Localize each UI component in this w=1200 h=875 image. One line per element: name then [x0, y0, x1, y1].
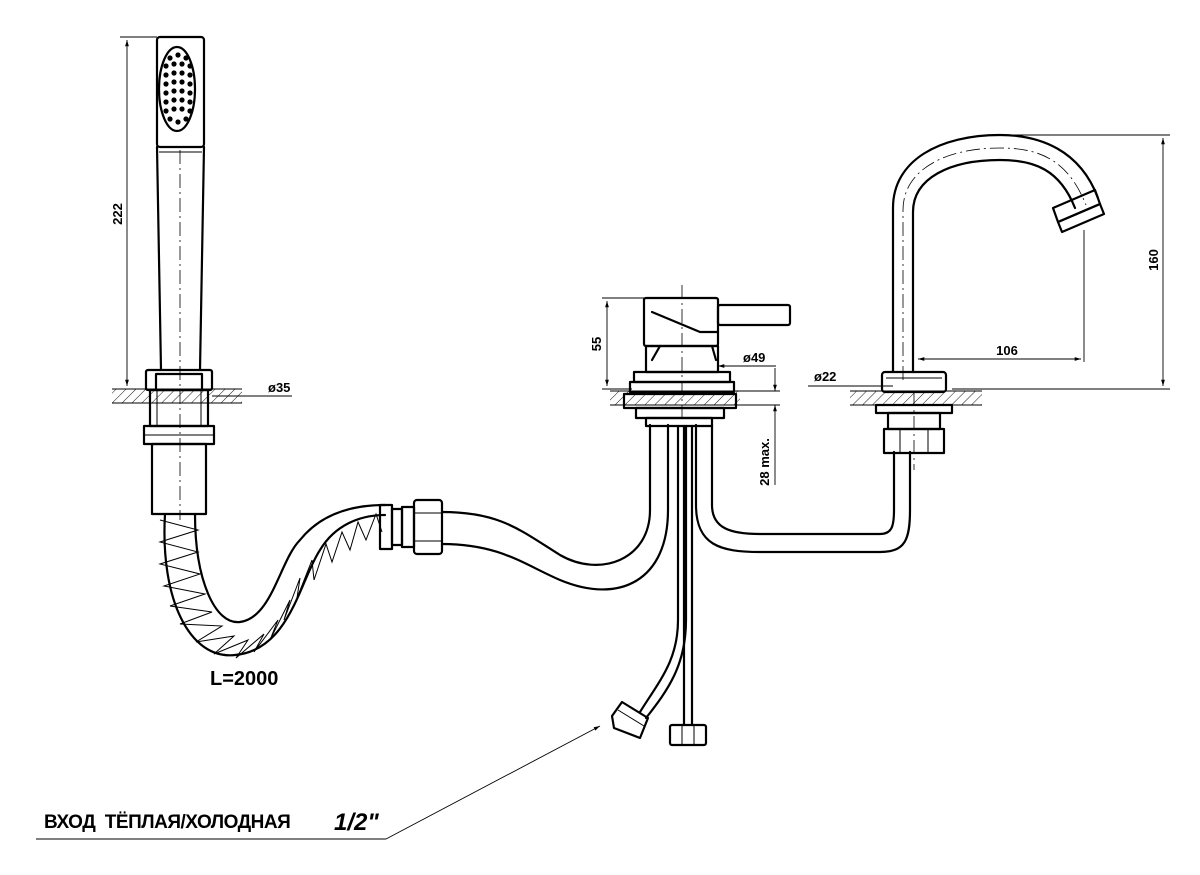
inlet-thread-size: 1/2": [334, 809, 379, 836]
spout: [874, 133, 1106, 470]
dim-label-o35: ø35: [268, 380, 290, 395]
shower-nozzles: [163, 52, 193, 125]
inlet-caption: ВХОД ТЁПЛАЯ/ХОЛОДНАЯ: [44, 812, 290, 833]
mixer-body: [622, 285, 792, 428]
spout-supply-pipe: [694, 423, 912, 554]
dim-label-160: 160: [1146, 249, 1161, 271]
dim-label-106: 106: [996, 343, 1018, 358]
dimension-deck-thickness: [740, 368, 780, 485]
inlet-nut-right: [668, 723, 708, 747]
hand-shower: [142, 35, 216, 520]
dim-label-222: 222: [110, 203, 125, 225]
deck-surface-right: [850, 390, 982, 406]
dim-label-55: 55: [589, 337, 604, 351]
inlet-nut-left: [610, 700, 650, 740]
dimension-mixer-height: [602, 297, 644, 390]
dimension-spout-height: [952, 134, 1170, 390]
dim-label-28max: 28 max.: [757, 438, 772, 486]
inlet-leader-line: [36, 725, 601, 840]
dimension-shower-height: [120, 36, 157, 390]
shower-hose: [158, 498, 444, 659]
dimension-spout-reach: [918, 230, 1085, 362]
hose-length-label: L=2000: [210, 668, 278, 690]
dim-label-o22: ø22: [814, 369, 836, 384]
shower-supply-pipe: [440, 423, 670, 591]
inlet-flex-hoses: [610, 424, 708, 747]
shower-spray-face: [157, 45, 197, 133]
dim-label-o49: ø49: [743, 350, 765, 365]
